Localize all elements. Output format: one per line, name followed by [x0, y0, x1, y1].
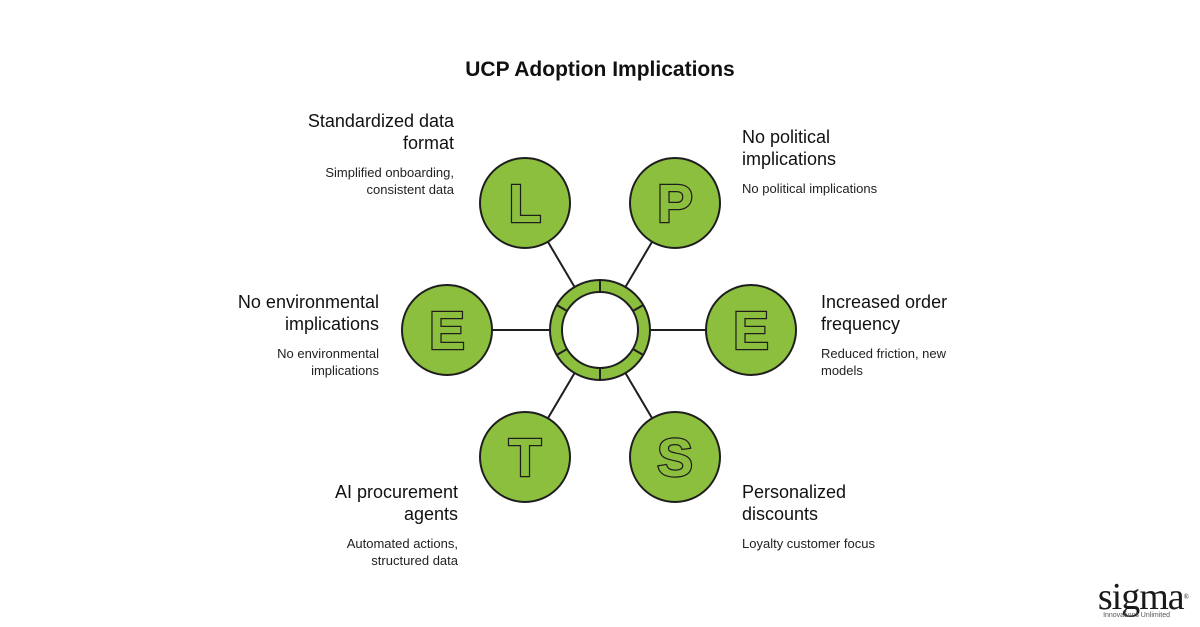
factor-node-political	[629, 157, 721, 249]
factor-block-social: Personalized discounts Loyalty customer …	[742, 481, 972, 552]
hub-divider	[556, 348, 568, 356]
factor-node-economic	[705, 284, 797, 376]
spoke-legal	[547, 241, 576, 288]
factor-heading-political: No political implications	[742, 127, 837, 169]
factor-description-legal: Simplified onboarding, consistent data	[325, 165, 454, 197]
hub-center	[561, 291, 639, 369]
factor-description-environmental: No environmental implications	[277, 346, 379, 378]
factor-description-economic: Reduced friction, new models	[821, 346, 947, 378]
factor-letter-political: P	[657, 174, 693, 234]
factor-block-economic: Increased order frequency Reduced fricti…	[821, 291, 1051, 379]
spokes	[492, 241, 706, 419]
factor-letter-technological: T	[509, 428, 542, 488]
factor-node-legal	[479, 157, 571, 249]
factor-heading-social: Personalized discounts	[742, 482, 847, 524]
factor-node-social	[629, 411, 721, 503]
factor-description-social: Loyalty customer focus	[742, 536, 875, 551]
logo-tagline: Innovations Unlimited	[1103, 612, 1170, 619]
hub-divider	[556, 304, 568, 312]
factor-block-political: No political implications No political i…	[742, 126, 972, 197]
spoke-social	[624, 372, 653, 419]
factor-letter-social: S	[657, 428, 693, 488]
spoke-political	[624, 241, 653, 288]
factor-letter-environmental: E	[429, 301, 465, 361]
logo-wordmark: sigma®	[1097, 576, 1189, 618]
factor-nodes: L P E S T E	[401, 157, 797, 503]
factor-block-technological: AI procurement agents Automated actions,…	[228, 481, 458, 569]
factor-letter-economic: E	[733, 301, 769, 361]
page-title: UCP Adoption Implications	[465, 58, 735, 81]
factor-node-technological	[479, 411, 571, 503]
factor-heading-economic: Increased order frequency	[821, 292, 948, 334]
factor-heading-environmental: No environmental implications	[237, 292, 379, 334]
sigma-logo: sigma® Innovations Unlimited	[1097, 576, 1189, 619]
factor-block-legal: Standardized data format Simplified onbo…	[224, 110, 454, 198]
center-hub	[549, 279, 651, 381]
factor-description-technological: Automated actions, structured data	[346, 536, 458, 568]
factor-heading-technological: AI procurement agents	[334, 482, 458, 524]
factor-description-political: No political implications	[742, 181, 878, 196]
factor-node-environmental	[401, 284, 493, 376]
factor-letter-legal: L	[509, 174, 542, 234]
hub-divider	[632, 348, 644, 356]
spoke-technological	[547, 372, 576, 419]
factor-block-environmental: No environmental implications No environ…	[149, 291, 379, 379]
factor-heading-legal: Standardized data format	[307, 111, 454, 153]
hub-divider	[632, 304, 644, 312]
